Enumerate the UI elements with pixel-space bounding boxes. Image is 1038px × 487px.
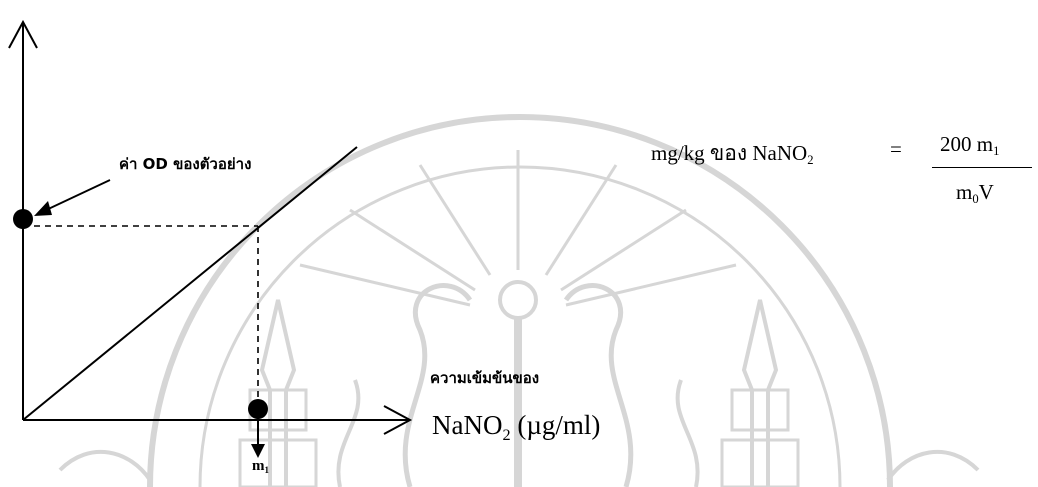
formula-denominator-sub: 0	[972, 192, 979, 207]
m1-label-main: m	[252, 458, 265, 474]
concentration-label: ความเข้มข้นของ	[430, 369, 540, 387]
seal-watermark-icon	[58, 114, 980, 487]
formula-denominator-b: V	[978, 180, 994, 204]
formula-fraction-bar	[932, 167, 1032, 168]
formula-lhs-main: mg/kg ของ NaNO	[651, 141, 808, 165]
x-axis-label-sub: 2	[502, 425, 511, 444]
od-pointer-arrow	[34, 179, 111, 216]
dashed-projection-lines	[23, 225, 259, 410]
formula-denominator: m0V	[956, 180, 994, 207]
formula-numerator-main: 200 m	[940, 132, 994, 156]
x-axis-label-unit: (µg/ml)	[517, 410, 601, 440]
formula-numerator: 200 m1	[940, 132, 1000, 159]
x-axis	[23, 405, 413, 435]
formula-denominator-a: m	[956, 180, 973, 204]
sample-od-point	[13, 209, 33, 229]
formula-equals: =	[890, 137, 902, 161]
calibration-line	[22, 146, 358, 421]
m1-label: m1	[252, 458, 269, 475]
m1-down-arrow	[251, 418, 265, 458]
formula-lhs: mg/kg ของ NaNO2	[651, 137, 814, 170]
formula-numerator-sub: 1	[993, 144, 1000, 159]
concentration-point	[248, 399, 268, 419]
x-axis-label: NaNO2 (µg/ml)	[432, 410, 601, 444]
od-sample-label: ค่า OD ของตัวอย่าง	[119, 155, 252, 173]
x-axis-label-main: NaNO	[432, 410, 503, 440]
m1-label-sub: 1	[264, 465, 270, 476]
formula-lhs-sub: 2	[807, 153, 814, 168]
